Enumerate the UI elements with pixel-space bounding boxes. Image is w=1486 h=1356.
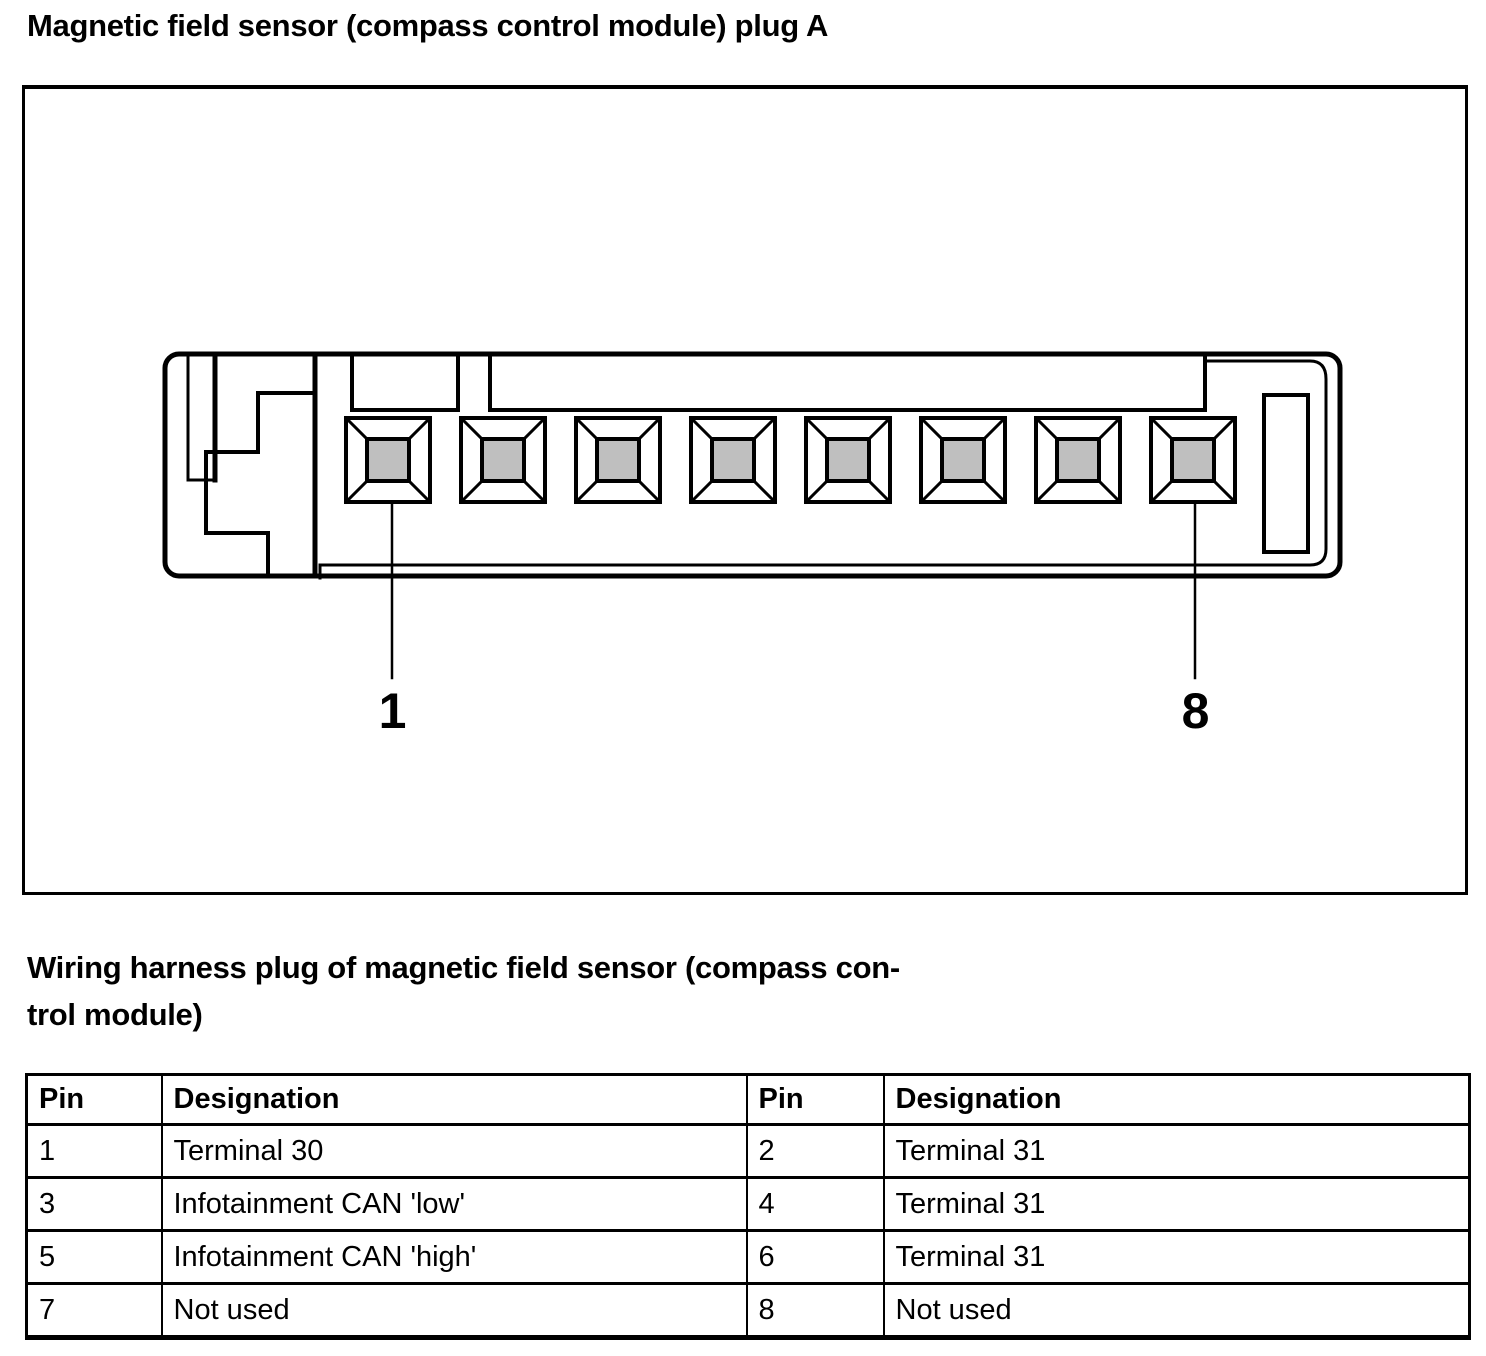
caption-line-2: trol module) [27, 997, 203, 1032]
pin-8 [1148, 415, 1238, 505]
pin1-label: 1 [378, 683, 407, 739]
column-header: Pin [745, 1073, 885, 1126]
column-header: Pin [25, 1073, 163, 1126]
pin-4 [688, 415, 778, 505]
pin-2 [458, 415, 548, 505]
pin-cell: 6 [745, 1229, 885, 1285]
latch-notch-small [350, 355, 460, 412]
designation-cell: Terminal 31 [882, 1229, 1471, 1285]
pin-7 [1033, 415, 1123, 505]
caption-line-1: Wiring harness plug of magnetic field se… [27, 950, 900, 985]
pin-cell: 8 [745, 1282, 885, 1339]
latch-notch-long [488, 355, 1207, 412]
column-header: Designation [160, 1073, 748, 1126]
designation-cell: Terminal 31 [882, 1176, 1471, 1232]
connector-figure: 1 8 [22, 85, 1468, 895]
pin-1 [343, 415, 433, 505]
designation-cell: Not used [882, 1282, 1471, 1339]
column-header: Designation [882, 1073, 1471, 1126]
pin-3 [573, 415, 663, 505]
pin-5 [803, 415, 893, 505]
pin-cell: 7 [25, 1282, 163, 1339]
pin8-label: 8 [1181, 683, 1210, 739]
pin-cell: 5 [25, 1229, 163, 1285]
inner-contour [318, 359, 1328, 580]
pin-6 [918, 415, 1008, 505]
figure-caption: Wiring harness plug of magnetic field se… [27, 944, 900, 1038]
designation-cell: Not used [160, 1282, 748, 1339]
page-title: Magnetic field sensor (compass control m… [27, 8, 829, 43]
designation-cell: Terminal 31 [882, 1123, 1471, 1179]
pins-row [343, 415, 1238, 505]
designation-cell: Terminal 30 [160, 1123, 748, 1179]
pin-cell: 4 [745, 1176, 885, 1232]
right-slot [1262, 393, 1310, 554]
pin-cell: 2 [745, 1123, 885, 1179]
designation-cell: Infotainment CAN 'high' [160, 1229, 748, 1285]
pin-cell: 1 [25, 1123, 163, 1179]
connector-diagram [162, 351, 1343, 680]
designation-cell: Infotainment CAN 'low' [160, 1176, 748, 1232]
key-staircase [204, 391, 317, 577]
pin-cell: 3 [25, 1176, 163, 1232]
